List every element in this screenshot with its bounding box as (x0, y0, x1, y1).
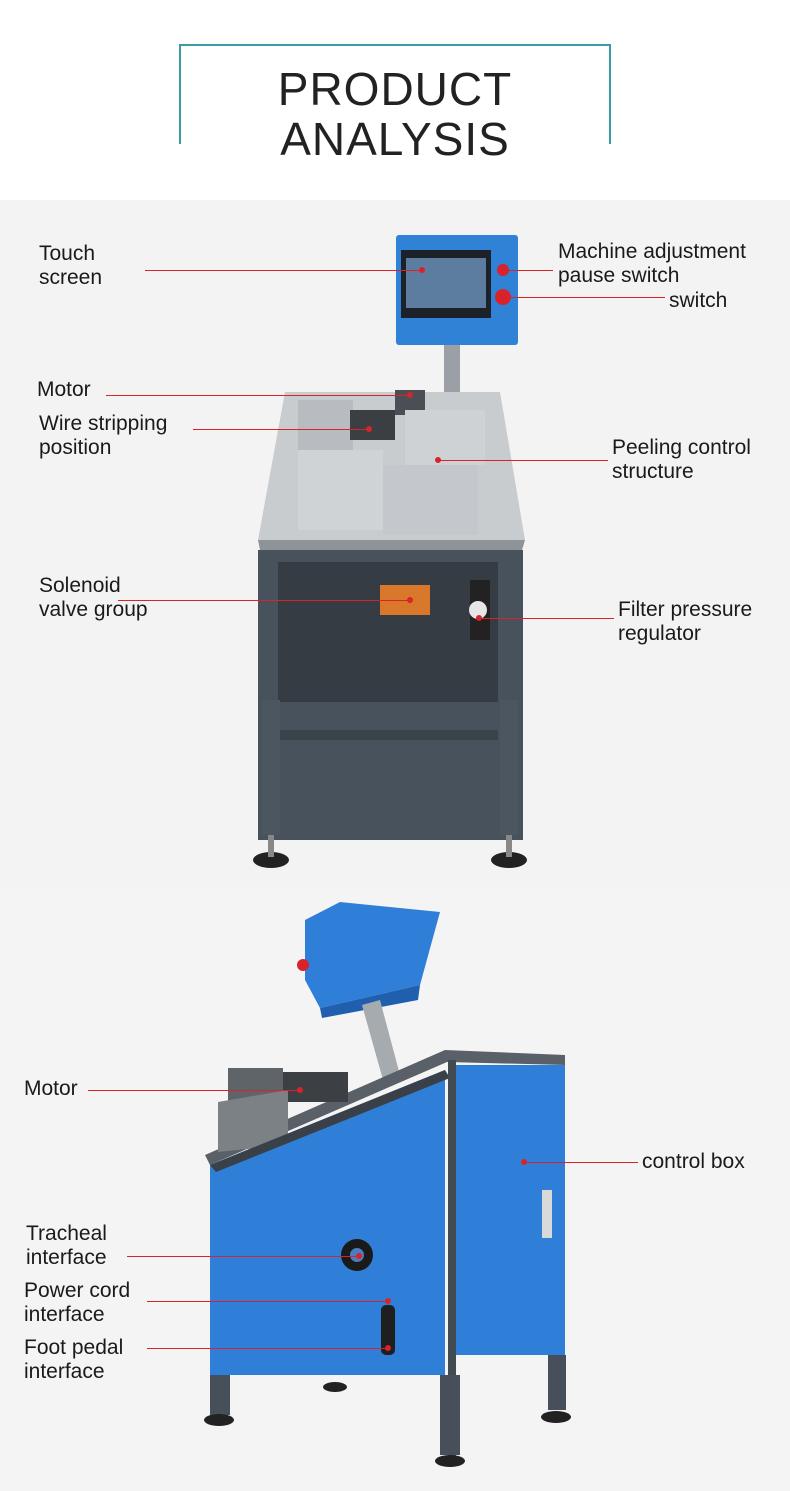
side-machine-image (204, 902, 571, 1467)
label-foot-pedal: Foot pedal interface (24, 1336, 124, 1383)
label-wire-stripping: Wire stripping position (39, 412, 168, 459)
side-view-panel: Motor control box Tracheal interface Pow… (0, 890, 790, 1491)
label-touch-screen: Touch screen (39, 242, 103, 289)
label-tracheal: Tracheal interface (26, 1222, 107, 1269)
label-filter: Filter pressure regulator (618, 598, 753, 645)
page-title: PRODUCT ANALYSIS (180, 64, 610, 164)
label-control-box: control box (642, 1150, 745, 1173)
title-frame (179, 44, 611, 144)
title-line-1: PRODUCT (277, 63, 513, 115)
label-machine-adjustment: Machine adjustment pause switch (558, 240, 746, 287)
label-solenoid: Solenoid valve group (39, 574, 148, 621)
front-view-panel: Touch screen Machine adjustment pause sw… (0, 200, 790, 890)
front-machine-image (253, 235, 527, 868)
label-motor-side: Motor (24, 1077, 78, 1100)
label-switch: switch (669, 289, 728, 312)
label-peeling-control: Peeling control structure (612, 436, 751, 483)
label-motor-front: Motor (37, 378, 91, 401)
header: PRODUCT ANALYSIS (0, 0, 790, 200)
label-power-cord: Power cord interface (24, 1279, 131, 1326)
title-line-2: ANALYSIS (280, 113, 510, 165)
